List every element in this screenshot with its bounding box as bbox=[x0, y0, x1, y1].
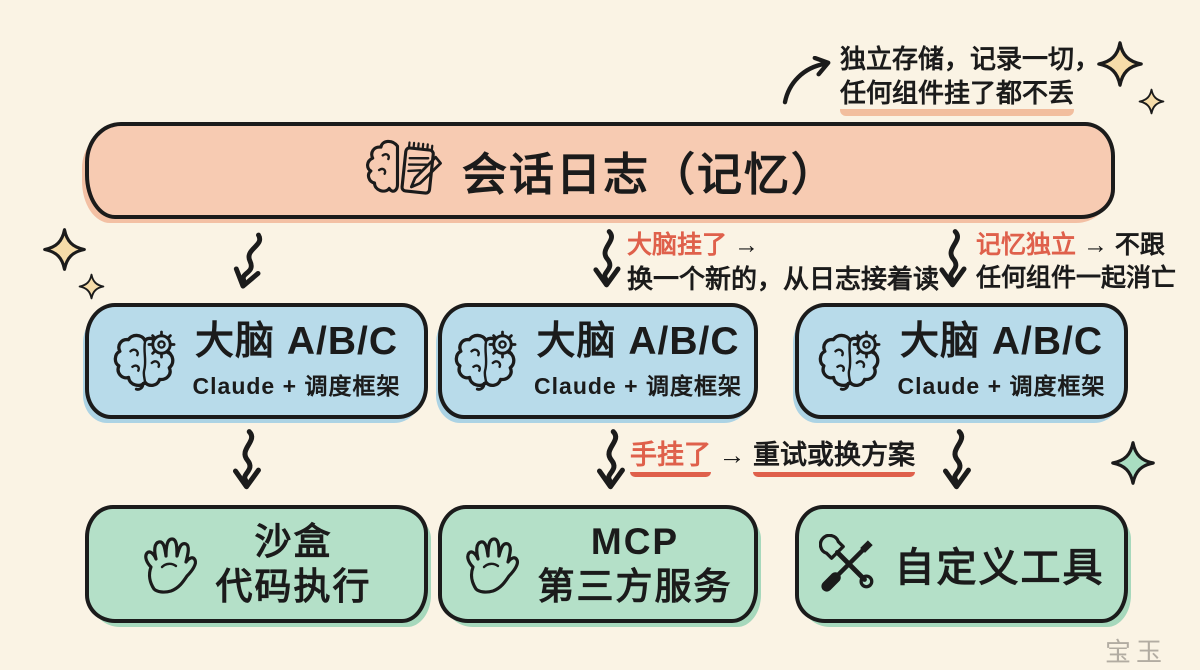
session-log-memory-box: 会话日志（记忆） bbox=[85, 122, 1115, 219]
brain-box-subtitle: Claude + 调度框架 bbox=[534, 373, 742, 400]
memory-independent-rest: → 不跟 bbox=[1076, 231, 1165, 259]
sparkle-icon bbox=[1138, 88, 1165, 115]
hand-fail-highlight: 手挂了 bbox=[630, 440, 711, 477]
brain-fail-line2: 换一个新的，从日志接着读 bbox=[627, 264, 940, 294]
memory-independent-highlight: 记忆独立 bbox=[976, 231, 1077, 259]
tool-box-line1: 自定义工具 bbox=[894, 546, 1105, 590]
brain-box-title: 大脑 A/B/C bbox=[194, 319, 398, 363]
squiggly-arrow-icon bbox=[588, 228, 625, 292]
tool-box-line2: 代码执行 bbox=[215, 566, 372, 607]
session-log-title: 会话日志（记忆） bbox=[461, 149, 838, 200]
sparkle-icon bbox=[1110, 440, 1156, 486]
tool-box-line2: 第三方服务 bbox=[537, 566, 733, 607]
brain-box-subtitle: Claude + 调度框架 bbox=[192, 373, 401, 400]
brain-box-title: 大脑 A/B/C bbox=[536, 319, 740, 363]
brain-gear-icon bbox=[818, 330, 884, 392]
brain-notepad-icon bbox=[362, 137, 444, 205]
squiggly-arrow-icon bbox=[938, 428, 975, 494]
tool-box-line1: 沙盒 bbox=[254, 520, 333, 562]
brain-box-3: 大脑 A/B/C Claude + 调度框架 bbox=[795, 303, 1128, 419]
watermark: 宝玉 bbox=[1105, 637, 1168, 667]
memory-note-line1: 独立存储，记录一切， bbox=[840, 44, 1101, 74]
custom-tools-box: 自定义工具 bbox=[795, 505, 1128, 623]
brain-box-subtitle: Claude + 调度框架 bbox=[897, 373, 1106, 400]
hand-fail-note: 手挂了 → 重试或换方案 bbox=[630, 438, 916, 477]
squiggly-arrow-icon bbox=[592, 428, 629, 494]
brain-fail-highlight: 大脑挂了 bbox=[627, 231, 728, 259]
squiggly-arrow-icon bbox=[934, 228, 971, 292]
memory-independent-line2: 任何组件一起消亡 bbox=[976, 264, 1177, 292]
brain-box-2: 大脑 A/B/C Claude + 调度框架 bbox=[438, 303, 758, 419]
mcp-box: MCP 第三方服务 bbox=[438, 505, 758, 623]
squiggly-arrow-icon bbox=[228, 428, 265, 494]
brain-box-title: 大脑 A/B/C bbox=[899, 319, 1103, 363]
memory-note: 独立存储，记录一切， 任何组件挂了都不丢 bbox=[840, 42, 1101, 117]
hand-icon bbox=[464, 533, 522, 595]
hand-icon bbox=[142, 533, 200, 595]
sandbox-box: 沙盒 代码执行 bbox=[85, 505, 428, 623]
sparkle-icon bbox=[1096, 40, 1144, 88]
memory-independent-note: 记忆独立 → 不跟 任何组件一起消亡 bbox=[976, 229, 1176, 295]
brain-fail-arrow: → bbox=[727, 231, 759, 259]
brain-gear-icon bbox=[113, 330, 179, 392]
curved-arrow-icon bbox=[780, 56, 838, 106]
sparkle-icon bbox=[42, 227, 87, 272]
brain-box-1: 大脑 A/B/C Claude + 调度框架 bbox=[85, 303, 428, 419]
hand-fail-rest: 重试或换方案 bbox=[753, 440, 916, 477]
tools-icon bbox=[819, 534, 879, 594]
brain-gear-icon bbox=[454, 330, 520, 392]
memory-note-line2: 任何组件挂了都不丢 bbox=[840, 78, 1075, 117]
tool-box-line1: MCP bbox=[590, 520, 680, 562]
hand-fail-arrow: → bbox=[711, 440, 754, 470]
sparkle-icon bbox=[78, 273, 105, 300]
brain-fail-note: 大脑挂了 → 换一个新的，从日志接着读 bbox=[627, 229, 939, 296]
squiggly-arrow-icon bbox=[223, 226, 275, 297]
